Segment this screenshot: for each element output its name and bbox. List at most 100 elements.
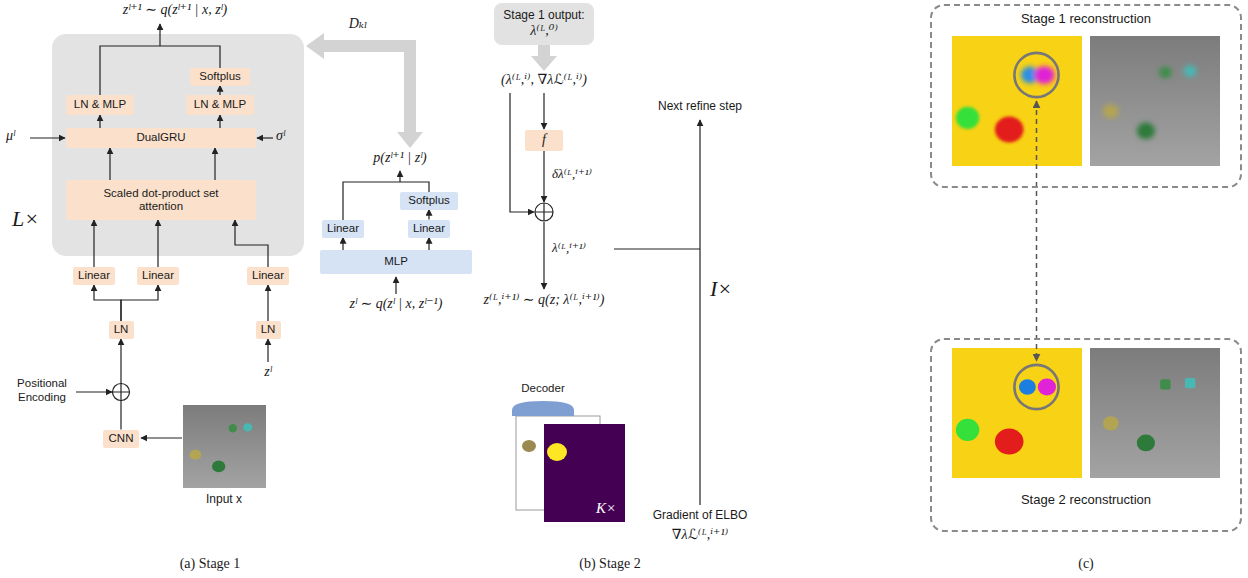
repeat-block: L× LN & MLP Softplus LN & MLP DualGRU Scaled … — [8, 34, 306, 256]
process-box: DualGRU — [66, 128, 256, 148]
block-background — [52, 34, 304, 256]
image-arrow — [141, 437, 182, 438]
stage1-render — [1090, 36, 1220, 166]
box-text: LN — [114, 323, 129, 336]
connector — [109, 148, 110, 180]
decoder-dome-shape — [512, 401, 574, 416]
reconstruction-panel: Stage 1 reconstruction — [930, 4, 1242, 188]
output-arrow — [159, 24, 160, 46]
loop-line — [614, 248, 700, 249]
connector — [94, 285, 121, 321]
connector — [428, 210, 429, 220]
process-box: Softplus — [190, 68, 250, 86]
prior-box: Linear — [408, 220, 450, 238]
panel-caption: (b) Stage 2 — [579, 556, 640, 573]
stage-arrowhead — [531, 56, 557, 71]
box-text: Linear — [142, 269, 174, 282]
kl-arrowhead — [397, 132, 423, 148]
box-text: LN — [261, 323, 276, 336]
connector — [121, 285, 158, 321]
panel-caption: (c) — [1078, 556, 1094, 573]
input-label: μˡ — [6, 128, 15, 145]
decoder-dome — [510, 400, 576, 416]
reconstruction-panel: Stage 2 reconstruction — [930, 338, 1242, 532]
box-text: Linear — [327, 222, 359, 235]
connector — [214, 148, 215, 180]
stage2-render — [1090, 348, 1220, 478]
process-box: Linear — [137, 267, 179, 285]
sum-symbol — [535, 203, 553, 221]
posenc-arrow — [76, 391, 112, 392]
flow-arrow — [543, 151, 544, 202]
comparison-arrow — [1036, 101, 1038, 361]
box-text: Linear — [413, 222, 445, 235]
input-image — [183, 405, 266, 488]
process-box: Linear — [73, 267, 115, 285]
stage-output-box: Stage 1 output:λ⁽ᴸ,⁰⁾ — [494, 3, 594, 45]
gradient-label: Gradient of ELBO — [653, 508, 748, 522]
loop-label: Next refine step — [658, 99, 742, 113]
prior-box: MLP — [320, 250, 472, 274]
box-text: λ⁽ᴸ,⁰⁾ — [530, 23, 558, 39]
box-text: DualGRU — [136, 131, 185, 144]
process-box: Linear — [247, 267, 289, 285]
prior-box: Linear — [322, 220, 364, 238]
connector — [428, 238, 429, 251]
latent-label: zˡ ∼ q(zˡ | x, zˡ⁻¹) — [350, 296, 443, 313]
process-box: LN — [109, 321, 134, 339]
prior-arrow — [399, 171, 400, 182]
sum-symbol — [113, 384, 130, 401]
latent-label: zˡ — [264, 364, 271, 381]
connector — [342, 238, 343, 251]
panel-caption: (a) Stage 1 — [180, 556, 241, 573]
sigma-arrow — [257, 137, 273, 138]
box-text: Decoder — [521, 382, 564, 395]
repeat-count: L× — [12, 206, 39, 231]
box-text: Linear — [78, 269, 110, 282]
connector — [99, 115, 100, 128]
panel-title: Stage 2 reconstruction — [932, 493, 1240, 508]
process-box: LN & MLP — [186, 95, 254, 115]
panel-title: Stage 1 reconstruction — [932, 12, 1240, 27]
box-text: Softplus — [408, 194, 450, 207]
box-text: Linear — [252, 269, 284, 282]
box-text: Softplus — [199, 70, 241, 83]
image-label: Input x — [206, 492, 242, 506]
input-label: σˡ — [276, 128, 285, 145]
box-text: MLP — [384, 255, 408, 268]
encoding-label: Positional Encoding — [10, 377, 74, 405]
stage2-mask — [952, 348, 1082, 478]
repeat-count: I× — [710, 276, 732, 302]
input-arrow — [395, 277, 396, 294]
posterior-label: zˡ⁺¹ ∼ q(zˡ⁺¹ | x, zˡ) — [123, 2, 227, 19]
latent-arrow — [267, 339, 268, 362]
flow-arrow — [543, 222, 544, 289]
connector — [219, 86, 220, 96]
connector — [157, 220, 158, 267]
repeat-count: K× — [596, 499, 616, 517]
connector — [219, 115, 220, 128]
sample-label: z⁽ᴸ,ⁱ⁺¹⁾ ∼ q(z; λ⁽ᴸ,ⁱ⁺¹⁾) — [484, 292, 605, 309]
process-box: LN & MLP — [66, 95, 134, 115]
kl-arrow — [322, 46, 410, 134]
process-box: LN — [256, 321, 281, 339]
kl-arrowhead — [306, 33, 324, 59]
skip-arrow — [510, 93, 534, 212]
box-text: Stage 1 output: — [503, 9, 584, 23]
connector — [235, 220, 268, 267]
mu-arrow — [30, 137, 65, 138]
box-text: CNN — [109, 432, 134, 445]
state-label: λ⁽ᴸ,ⁱ⁺¹⁾ — [552, 240, 586, 256]
box-text: f — [542, 132, 546, 148]
state-label: (λ⁽ᴸ,ⁱ⁾, ∇λℒ⁽ᴸ,ⁱ⁾) — [501, 72, 587, 89]
box-text: LN & MLP — [74, 98, 126, 111]
gradient-label: ∇λℒ⁽ᴸ,ⁱ⁺¹⁾ — [672, 527, 728, 544]
mask-stack — [516, 416, 625, 522]
flow-arrow — [543, 93, 544, 129]
process-box: CNN — [103, 430, 139, 448]
divergence-label: Dₖₗ — [349, 16, 368, 33]
process-box: Scaled dot-product set attention — [66, 180, 256, 220]
